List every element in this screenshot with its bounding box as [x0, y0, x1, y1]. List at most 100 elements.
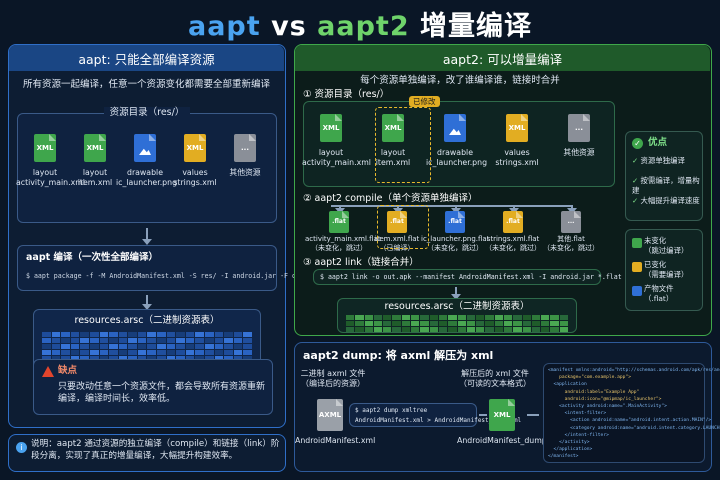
file-icon [444, 114, 466, 142]
axml-file-icon: AXML [317, 399, 343, 431]
file-icon: XML [382, 114, 404, 142]
dump-cmd-line2: AndroidManifest.xml > AndroidManifest_du… [355, 417, 522, 424]
arsc-block [550, 315, 559, 320]
arsc-block [89, 338, 99, 343]
legend-swatch [632, 262, 642, 272]
aapt2-arsc-box: resources.arsc（二进制资源表） [337, 298, 577, 333]
dump-cmd-line1: $ aapt2 dump xmltree [355, 407, 428, 414]
flat-label-line1: ic_launcher.png.flat [421, 235, 490, 243]
flat-icon-label: .flat [448, 218, 462, 225]
arsc-block [531, 315, 541, 320]
arsc-block [457, 315, 466, 320]
arsc-block [195, 332, 205, 337]
file-label-line2: strings.xml [173, 178, 217, 188]
arsc-block [559, 321, 568, 326]
arsc-block [157, 338, 166, 343]
xml-caption: 解压后的 xml 文件（可读的文本格式） [459, 369, 531, 389]
link-cmd: $ aapt2 link -o out.apk --manifest Andro… [320, 273, 622, 281]
arsc-block [137, 356, 147, 361]
arsc-block [51, 344, 61, 349]
arsc-block [99, 356, 109, 361]
aapt-compile-box: aapt 编译（一次性全部编译） $ aapt package -f -M An… [17, 245, 320, 291]
file-label-line1: values [182, 168, 208, 177]
arsc-block [364, 315, 373, 320]
arsc-block [99, 332, 109, 337]
arsc-block [61, 350, 70, 355]
arsc-block [128, 350, 137, 355]
flat-label: activity_main.xml.flat（未变化，跳过） [305, 235, 381, 253]
flat-label-line2: （未变化，跳过） [427, 244, 483, 253]
arsc-block [346, 327, 355, 332]
aapt-panel: aapt: 只能全部编译资源 所有资源一起编译，任意一个资源变化都需要全部重新编… [8, 44, 320, 428]
arsc-block [61, 356, 70, 361]
arsc-block [51, 332, 61, 337]
arsc-block [137, 350, 147, 355]
arsc-block [61, 338, 70, 343]
arsc-block [503, 315, 513, 320]
drawback-text: 只要改动任意一个资源文件，都会导致所有资源重新编译，编译时间长，效率低。 [58, 382, 266, 405]
legend-item: 已变化（需要编译） [644, 260, 702, 279]
adv-item-text: 大幅提升编译速度 [640, 196, 700, 205]
arsc-block [392, 315, 401, 320]
link-cmd-box: $ aapt2 link -o out.apk --manifest Andro… [313, 269, 622, 285]
aapt2-panel: aapt2: 可以增量编译 每个资源单独编译，改了谁编译谁，链接时合并 ① 资源… [294, 44, 712, 336]
flat-file-icon: ... [561, 211, 581, 233]
arsc-block [109, 338, 118, 343]
code-line: <activity android:name=".MainActivity"> [548, 404, 667, 410]
arsc-block [166, 338, 176, 343]
file-label-line2: ic_launcher.png [116, 178, 178, 188]
arsc-block [147, 344, 157, 349]
arsc-block [531, 321, 541, 326]
arsc-block [373, 321, 383, 326]
legend-sublabel: （跳过编译） [644, 245, 689, 255]
title-incremental: 增量编译 [420, 11, 533, 42]
legend-sublabel: （需要编译） [644, 269, 689, 279]
aapt-drawback-box: 缺点 只要改动任意一个资源文件，都会导致所有资源重新编译，编译时间长，效率低。 [33, 359, 273, 415]
title-aapt: aapt [187, 11, 261, 42]
arsc-block [80, 350, 89, 355]
file-icon-label: XML [36, 144, 54, 152]
modified-highlight [375, 107, 431, 183]
legend-swatch [632, 238, 642, 248]
axml-caption: 二进制 axml 文件（编译后的资源） [300, 369, 366, 389]
file-label-line1: drawable [437, 148, 473, 157]
arsc-block [195, 350, 205, 355]
arsc-block [364, 327, 373, 332]
file-label: 其他资源 [550, 148, 608, 158]
arsc-block [214, 332, 224, 337]
arsc-block [157, 350, 166, 355]
step3-label: ③ aapt2 link（链接合并） [303, 257, 419, 268]
adv-title: 优点 [648, 137, 668, 148]
arsc-block [401, 327, 411, 332]
arsc-block [420, 315, 429, 320]
arsc-block [128, 332, 137, 337]
arsc-block [476, 327, 485, 332]
check-icon: ✓ [632, 156, 641, 165]
arsc-block [494, 321, 503, 326]
arsc-block [522, 315, 531, 320]
flat-icon-label: .flat [332, 218, 346, 225]
flat-label: strings.xml.flat（未变化，跳过） [479, 235, 547, 253]
flat-label-line1: item.xml.flat [374, 235, 420, 243]
file-icon: ... [234, 134, 256, 162]
arsc-block [429, 327, 438, 332]
legend-label: 产物文件 [644, 284, 674, 293]
title-vs: vs [271, 11, 307, 42]
arsc-block [224, 350, 233, 355]
arsc-block [522, 321, 531, 326]
adv-item: ✓ 按需编译，增量构建 [632, 176, 702, 196]
arsc-block [185, 350, 195, 355]
arsc-block [485, 315, 494, 320]
arsc-block [346, 321, 355, 326]
arsc-block [224, 338, 233, 343]
arsc-block [392, 327, 401, 332]
code-line: <action android:name="android.intent.act… [548, 418, 712, 424]
file-icon-label: XML [86, 144, 104, 152]
file-icon-label: XML [322, 124, 340, 132]
arsc-block [147, 338, 157, 343]
aapt2-subtitle: 每个资源单独编译，改了谁编译谁，链接时合并 [360, 75, 560, 86]
arsc-block [224, 344, 233, 349]
warning-icon [42, 366, 54, 377]
arsc-block [89, 350, 99, 355]
